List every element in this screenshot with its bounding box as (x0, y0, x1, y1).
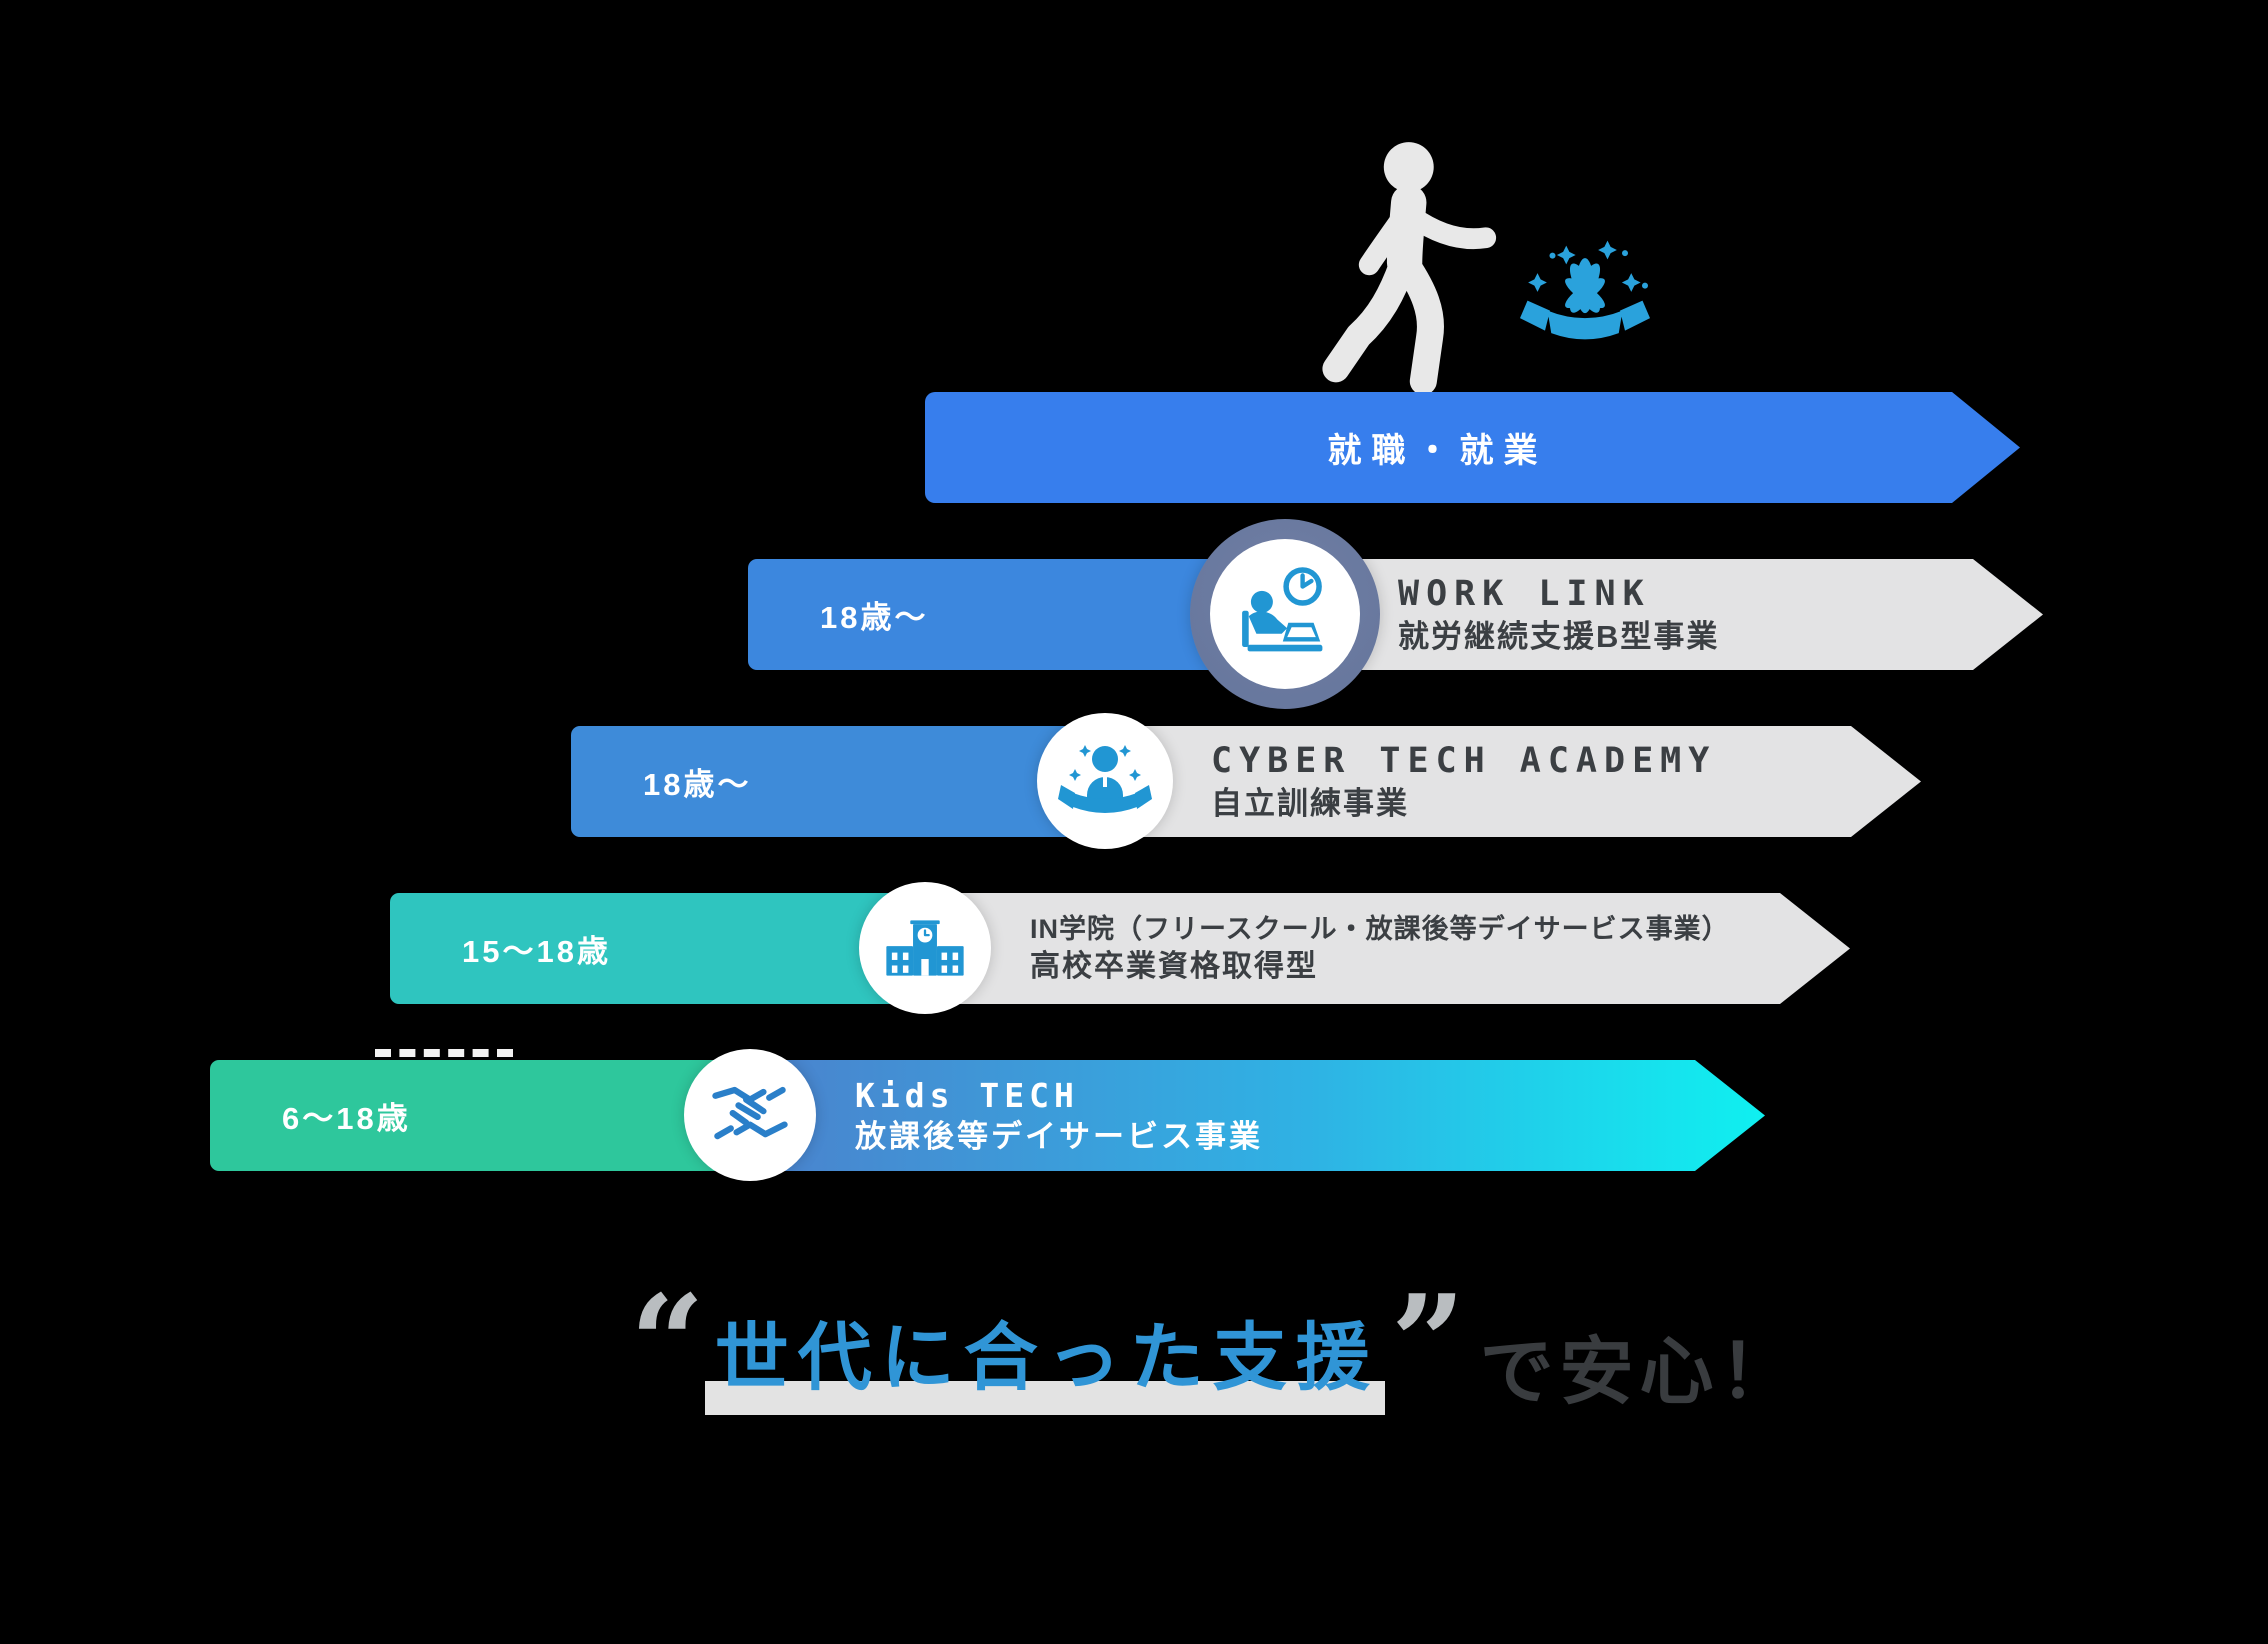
tagline-suffix: で安心！ (1479, 1330, 1800, 1413)
kids-tech-badge (684, 1049, 816, 1181)
school-badge (859, 882, 991, 1014)
service-title: Kids TECH (855, 1076, 1079, 1115)
service-subtitle: 高校卒業資格取得型 (1030, 949, 1318, 983)
work-link-badge (1190, 519, 1380, 709)
service-arrow: WORK LINK 就労継続支援B型事業 (1285, 559, 2043, 670)
step-row-in-gakuin: 15〜18歳 IN学院（フリースクール・放課後等デイサービス事業） 高校卒業資格… (390, 882, 1745, 1014)
service-arrow: IN学院（フリースクール・放課後等デイサービス事業） 高校卒業資格取得型 (925, 893, 1850, 1004)
tagline: “ 世代に合った支援 ” で安心！ (630, 1266, 1800, 1419)
service-title: WORK LINK (1398, 574, 1651, 614)
dashed-accent-line (375, 1049, 513, 1057)
close-quote: ” (1390, 1266, 1466, 1419)
service-subtitle: 自立訓練事業 (1211, 786, 1409, 821)
crown-sparkles-icon (1520, 240, 1650, 340)
service-title: CYBER TECH ACADEMY (1211, 741, 1717, 781)
top-figure (1300, 140, 1720, 410)
service-subtitle: 放課後等デイサービス事業 (855, 1119, 1263, 1154)
walking-person-icon (1322, 142, 1497, 395)
employment-label: 就職・就業 (1327, 432, 1548, 470)
handshake-icon (712, 1086, 788, 1140)
age-label: 18歳〜 (643, 767, 752, 802)
academy-badge (1037, 713, 1173, 849)
age-segment: 6〜18歳 (210, 1060, 775, 1171)
open-quote: “ (630, 1266, 705, 1419)
badge-inner (1210, 539, 1360, 689)
age-label: 15〜18歳 (462, 934, 611, 969)
tagline-highlight: 世代に合った支援 (704, 1321, 1385, 1415)
service-subtitle: 就労継続支援B型事業 (1398, 619, 1720, 654)
desk-worker-clock-icon (1242, 567, 1323, 652)
service-arrow: CYBER TECH ACADEMY 自立訓練事業 (1105, 726, 1921, 837)
age-segment: 15〜18歳 (390, 893, 950, 1004)
step-row-cyber-tech-academy: 18歳〜 CYBER TECH ACADEMY 自立訓練事業 (571, 713, 1815, 849)
service-title: IN学院（フリースクール・放課後等デイサービス事業） (1030, 913, 1730, 944)
age-label: 18歳〜 (820, 600, 929, 635)
school-building-icon (886, 920, 964, 976)
age-label: 6〜18歳 (282, 1101, 411, 1136)
service-arrow: Kids TECH 放課後等デイサービス事業 (750, 1060, 1765, 1171)
step-row-kids-tech: 6〜18歳 Kids TECH 放課後等デイサービス事業 (210, 1049, 1660, 1181)
step-row-work-link: 18歳〜 WORK LINK 就労継続支援B型事業 (748, 519, 1930, 709)
step-bar-employment: 就職・就業 (925, 392, 2020, 503)
person-ribbon-stars-icon (1058, 745, 1152, 813)
